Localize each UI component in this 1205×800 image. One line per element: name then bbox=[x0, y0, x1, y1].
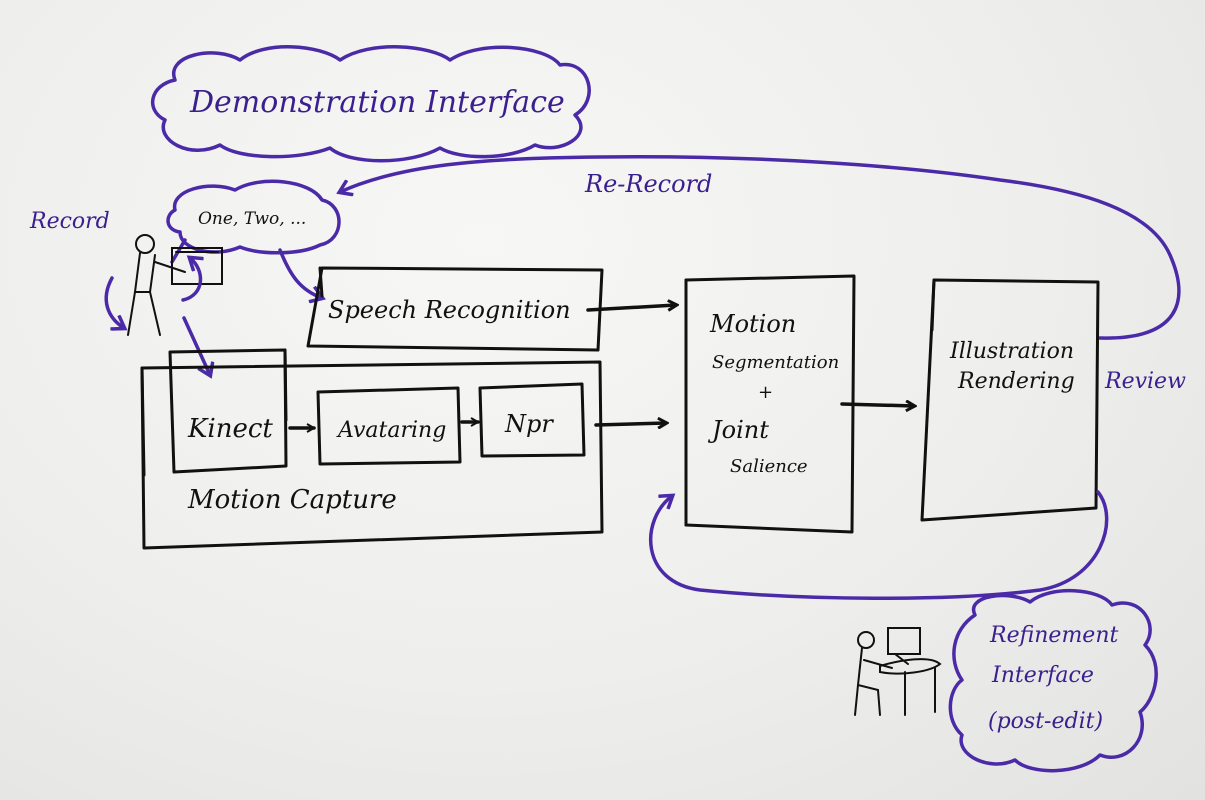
speech-bubble-text: One, Two, ... bbox=[198, 209, 306, 229]
refinement-line1: Refinement bbox=[989, 623, 1118, 648]
kinect-box: Kinect bbox=[168, 348, 288, 474]
motion-segmentation-box: Motion Segmentation + Joint Salience bbox=[684, 274, 856, 534]
refinement-interface-cloud: Refinement Interface (post-edit) bbox=[948, 589, 1158, 773]
avataring-box: Avataring bbox=[316, 386, 462, 466]
motion-segmentation-line4: Joint bbox=[707, 416, 769, 444]
person-at-screen-icon bbox=[127, 234, 223, 336]
speech-bubble: One, Two, ... bbox=[166, 179, 341, 264]
motion-segmentation-line1: Motion bbox=[709, 310, 796, 338]
illustration-line2: Rendering bbox=[957, 369, 1075, 394]
motion-segmentation-line5: Salience bbox=[730, 456, 808, 477]
kinect-label: Kinect bbox=[187, 414, 273, 444]
refinement-line2: Interface bbox=[991, 663, 1094, 688]
motion-capture-box: Motion Capture bbox=[140, 360, 604, 550]
speech-recognition-box: Speech Recognition bbox=[306, 266, 604, 352]
re-record-label: Re-Record bbox=[584, 170, 712, 198]
motion-segmentation-line2: Segmentation bbox=[712, 352, 839, 373]
motion-segmentation-line3: + bbox=[758, 382, 773, 403]
demonstration-interface-cloud: Demonstration Interface bbox=[150, 45, 591, 163]
motion-capture-label: Motion Capture bbox=[187, 485, 397, 515]
illustration-rendering-box: Illustration Rendering bbox=[920, 278, 1100, 522]
review-label: Review bbox=[1104, 369, 1186, 394]
refinement-line3: (post-edit) bbox=[988, 709, 1103, 734]
npr-box: Npr bbox=[478, 382, 586, 458]
demonstration-interface-label: Demonstration Interface bbox=[189, 85, 565, 120]
npr-label: Npr bbox=[504, 410, 554, 438]
record-label: Record bbox=[29, 209, 110, 234]
illustration-line1: Illustration bbox=[949, 339, 1074, 364]
speech-recognition-label: Speech Recognition bbox=[328, 296, 571, 324]
re-record-arrow: Re-Record bbox=[340, 154, 1181, 340]
person-at-computer-icon bbox=[854, 627, 942, 716]
avataring-label: Avataring bbox=[336, 418, 446, 443]
